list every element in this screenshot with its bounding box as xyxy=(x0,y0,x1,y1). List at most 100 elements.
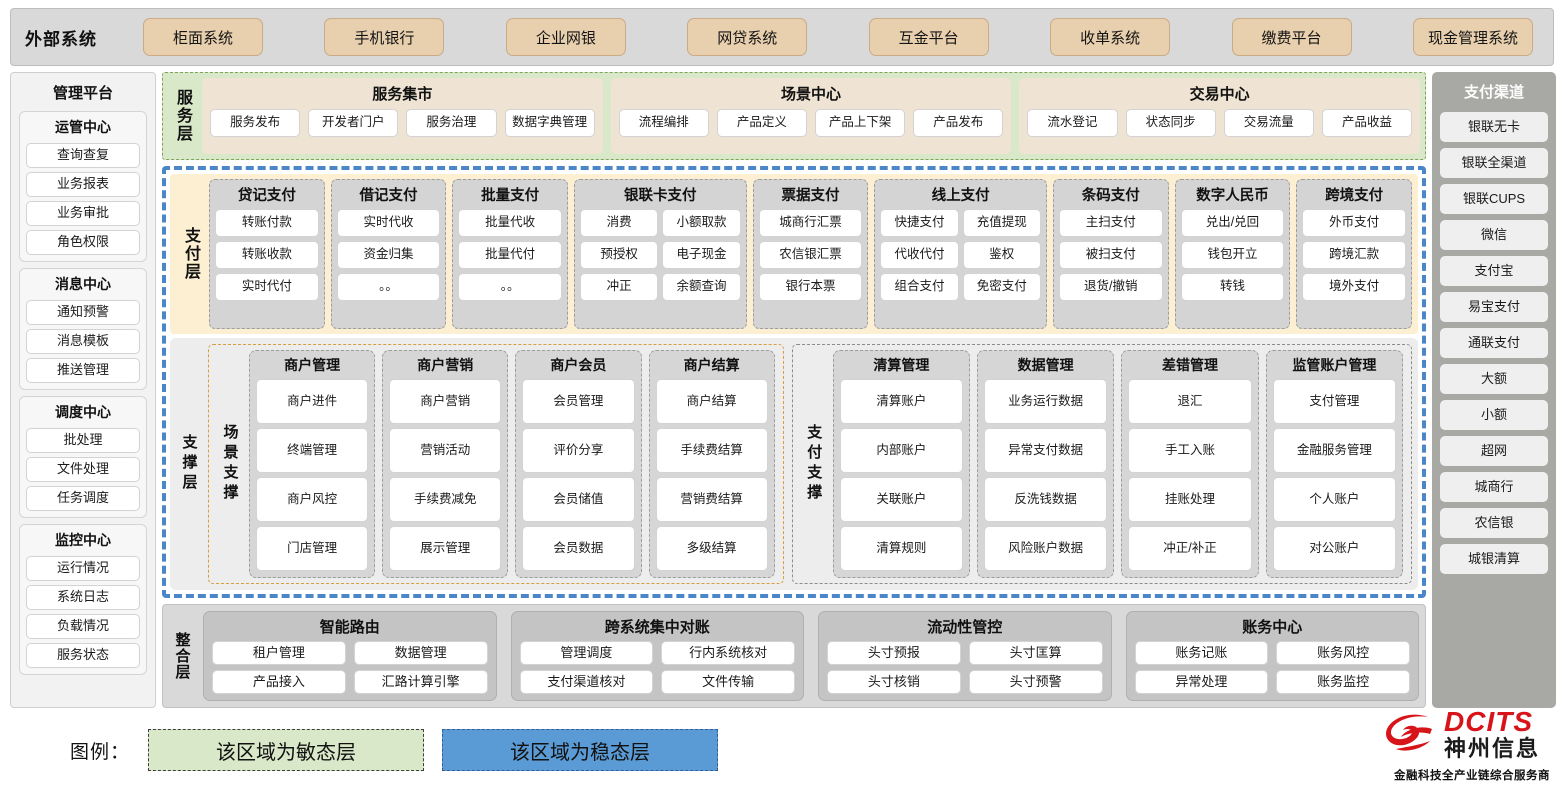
support-item[interactable]: 营销费结算 xyxy=(655,477,768,522)
support-item[interactable]: 风险账户数据 xyxy=(984,526,1108,571)
payment-item[interactable]: 代收代付 xyxy=(880,241,959,269)
integration-item[interactable]: 头寸匡算 xyxy=(968,641,1103,665)
support-item[interactable]: 商户进件 xyxy=(256,379,369,424)
payment-item[interactable]: 预授权 xyxy=(579,241,659,269)
support-item[interactable]: 内部账户 xyxy=(839,428,964,473)
support-item[interactable]: 会员储值 xyxy=(522,477,635,522)
external-system-chip[interactable]: 企业网银 xyxy=(505,18,626,56)
sidebar-item[interactable]: 通知预警 xyxy=(26,300,140,325)
payment-item[interactable]: 鉴权 xyxy=(962,241,1041,269)
service-item[interactable]: 数据字典管理 xyxy=(504,109,595,137)
payment-item[interactable]: 转账付款 xyxy=(215,209,319,237)
integration-item[interactable]: 支付渠道核对 xyxy=(519,670,654,694)
external-system-chip[interactable]: 收单系统 xyxy=(1050,18,1171,56)
support-item[interactable]: 异常支付数据 xyxy=(984,428,1108,473)
integration-item[interactable]: 文件传输 xyxy=(661,670,795,694)
payment-channel-item[interactable]: 农信银 xyxy=(1440,508,1548,538)
external-system-chip[interactable]: 现金管理系统 xyxy=(1412,18,1533,56)
sidebar-item[interactable]: 查询查复 xyxy=(26,143,140,168)
service-item[interactable]: 产品定义 xyxy=(716,109,808,137)
integration-item[interactable]: 租户管理 xyxy=(212,641,346,665)
payment-channel-item[interactable]: 城银清算 xyxy=(1440,544,1548,574)
payment-channel-item[interactable]: 银联CUPS xyxy=(1440,184,1548,214)
service-item[interactable]: 状态同步 xyxy=(1125,109,1216,137)
service-item[interactable]: 流水登记 xyxy=(1027,109,1118,137)
sidebar-item[interactable]: 系统日志 xyxy=(26,585,140,610)
payment-item[interactable]: 主扫支付 xyxy=(1058,209,1163,237)
integration-item[interactable]: 账务监控 xyxy=(1276,670,1410,694)
sidebar-item[interactable]: 业务审批 xyxy=(26,201,140,226)
support-item[interactable]: 门店管理 xyxy=(256,526,369,571)
support-item[interactable]: 会员数据 xyxy=(522,526,635,571)
payment-item[interactable]: 银行本票 xyxy=(758,273,863,301)
payment-item[interactable]: 农信银汇票 xyxy=(758,241,863,269)
external-system-chip[interactable]: 网贷系统 xyxy=(687,18,808,56)
sidebar-item[interactable]: 文件处理 xyxy=(26,457,140,482)
support-item[interactable]: 终端管理 xyxy=(256,428,369,473)
service-item[interactable]: 流程编排 xyxy=(618,109,709,137)
integration-item[interactable]: 行内系统核对 xyxy=(661,641,795,665)
payment-item[interactable]: 退货/撤销 xyxy=(1058,273,1163,301)
service-item[interactable]: 交易流量 xyxy=(1223,109,1314,137)
payment-channel-item[interactable]: 微信 xyxy=(1440,220,1548,250)
payment-item[interactable]: 。。 xyxy=(458,273,562,301)
support-item[interactable]: 反洗钱数据 xyxy=(984,477,1108,522)
payment-item[interactable]: 消费 xyxy=(579,209,659,237)
payment-item[interactable]: 跨境汇款 xyxy=(1302,241,1406,269)
payment-item[interactable]: 实时代付 xyxy=(215,273,319,301)
support-item[interactable]: 多级结算 xyxy=(655,526,768,571)
payment-item[interactable]: 转钱 xyxy=(1180,273,1285,301)
payment-item[interactable]: 组合支付 xyxy=(880,273,959,301)
service-item[interactable]: 产品上下架 xyxy=(815,109,906,137)
integration-item[interactable]: 头寸预报 xyxy=(827,641,961,665)
support-item[interactable]: 金融服务管理 xyxy=(1272,428,1396,473)
sidebar-item[interactable]: 角色权限 xyxy=(26,230,140,255)
support-item[interactable]: 展示管理 xyxy=(389,526,502,571)
payment-item[interactable]: 快捷支付 xyxy=(880,209,959,237)
integration-item[interactable]: 异常处理 xyxy=(1134,670,1269,694)
payment-item[interactable]: 实时代收 xyxy=(336,209,441,237)
payment-item[interactable]: 余额查询 xyxy=(662,273,741,301)
payment-item[interactable]: 充值提现 xyxy=(962,209,1041,237)
sidebar-item[interactable]: 服务状态 xyxy=(26,643,140,668)
payment-item[interactable]: 被扫支付 xyxy=(1058,241,1163,269)
service-item[interactable]: 产品发布 xyxy=(913,109,1004,137)
integration-item[interactable]: 数据管理 xyxy=(353,641,488,665)
external-system-chip[interactable]: 互金平台 xyxy=(868,18,989,56)
payment-item[interactable]: 城商行汇票 xyxy=(758,209,863,237)
payment-item[interactable]: 钱包开立 xyxy=(1180,241,1285,269)
payment-channel-item[interactable]: 小额 xyxy=(1440,400,1548,430)
support-item[interactable]: 对公账户 xyxy=(1272,526,1396,571)
support-item[interactable]: 冲正/补正 xyxy=(1128,526,1252,571)
support-item[interactable]: 清算规则 xyxy=(839,526,964,571)
payment-item[interactable]: 转账收款 xyxy=(215,241,319,269)
external-system-chip[interactable]: 手机银行 xyxy=(324,18,445,56)
integration-item[interactable]: 汇路计算引擎 xyxy=(353,670,488,694)
payment-channel-item[interactable]: 通联支付 xyxy=(1440,328,1548,358)
payment-item[interactable]: 境外支付 xyxy=(1302,273,1406,301)
payment-item[interactable]: 批量代付 xyxy=(458,241,562,269)
payment-channel-item[interactable]: 超网 xyxy=(1440,436,1548,466)
integration-item[interactable]: 账务风控 xyxy=(1276,641,1410,665)
payment-channel-item[interactable]: 易宝支付 xyxy=(1440,292,1548,322)
integration-item[interactable]: 管理调度 xyxy=(519,641,654,665)
payment-item[interactable]: 批量代收 xyxy=(458,209,562,237)
service-item[interactable]: 服务治理 xyxy=(406,109,497,137)
payment-channel-item[interactable]: 银联全渠道 xyxy=(1440,148,1548,178)
external-system-chip[interactable]: 缴费平台 xyxy=(1231,18,1352,56)
external-system-chip[interactable]: 柜面系统 xyxy=(143,18,263,56)
payment-item[interactable]: 小额取款 xyxy=(662,209,741,237)
payment-item[interactable]: 冲正 xyxy=(579,273,659,301)
support-item[interactable]: 会员管理 xyxy=(522,379,635,424)
support-item[interactable]: 业务运行数据 xyxy=(984,379,1108,424)
service-item[interactable]: 服务发布 xyxy=(210,109,301,137)
payment-channel-item[interactable]: 支付宝 xyxy=(1440,256,1548,286)
payment-item[interactable]: 兑出/兑回 xyxy=(1180,209,1285,237)
payment-item[interactable]: 电子现金 xyxy=(662,241,741,269)
sidebar-item[interactable]: 推送管理 xyxy=(26,358,140,383)
support-item[interactable]: 手工入账 xyxy=(1128,428,1252,473)
payment-item[interactable]: 资金归集 xyxy=(336,241,441,269)
payment-item[interactable]: 。。 xyxy=(336,273,441,301)
sidebar-item[interactable]: 消息模板 xyxy=(26,329,140,354)
payment-channel-item[interactable]: 大额 xyxy=(1440,364,1548,394)
